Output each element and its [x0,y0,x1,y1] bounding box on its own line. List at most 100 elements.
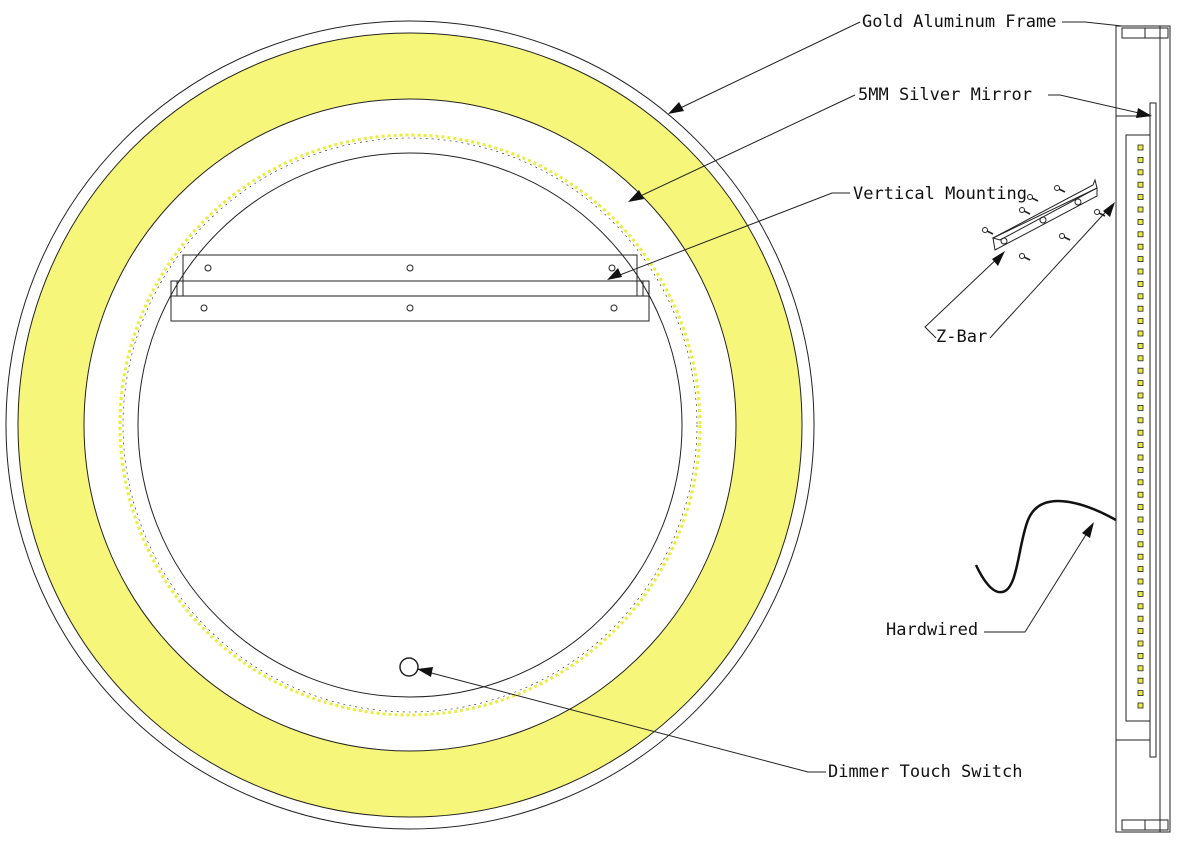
leader-vertical-mounting [611,192,850,279]
screw [1059,233,1071,241]
led-chip [1137,429,1144,436]
dimmer-touch-switch [399,657,419,677]
bracket-hole [200,304,208,312]
led-chip [1137,491,1144,498]
bracket-tab-right-inner [636,280,644,297]
z-bar-screws [982,185,1106,261]
led-chip [1137,603,1144,610]
led-chip [1137,479,1144,486]
led-chip [1137,665,1144,672]
label-silver-mirror: 5MM Silver Mirror [858,85,1032,105]
side-mirror-glass [1149,102,1157,758]
label-texts: Gold Aluminum Frame 5MM Silver Mirror Ve… [828,12,1056,782]
leader-hardwired [984,524,1093,633]
arrowhead-dimmer-switch [417,667,433,677]
led-chip [1137,404,1144,411]
label-dimmer-switch: Dimmer Touch Switch [828,762,1022,782]
bracket-hole [608,264,616,272]
led-chip [1137,417,1144,424]
z-bar-shape [991,178,1098,241]
leader-gold-frame [671,21,861,113]
screw [982,227,994,235]
led-chip [1137,218,1144,225]
arrowhead-z-bar-right [1103,202,1115,217]
led-chip [1137,144,1144,151]
led-chip [1137,466,1144,473]
led-strip-inner-edge [122,137,698,713]
bracket-hole [610,304,618,312]
led-chip [1137,367,1144,374]
arrowhead-hardwired [1082,522,1094,538]
led-chip [1137,156,1144,163]
label-hardwired: Hardwired [886,620,978,640]
leader-gold-frame-side [1062,21,1123,27]
led-chip [1137,342,1144,349]
z-bar-hole [1000,237,1008,245]
led-chip [1137,628,1144,634]
led-chip [1137,380,1144,387]
led-chip [1137,169,1144,176]
arrowhead-z-bar-left [992,251,1005,266]
leader-z-bar-right [989,204,1113,339]
screw [1054,185,1066,193]
arrowhead-vertical-mounting [607,268,622,280]
leader-z-bar-left [924,253,1003,339]
led-chip [1137,243,1144,250]
hardwire-cable [974,499,1117,594]
arrowhead-silver-mirror-side [1136,108,1152,118]
screw [1027,194,1039,202]
bracket-hole [406,304,414,312]
led-chip [1137,504,1144,511]
arrowhead-gold-frame [668,102,684,114]
led-strip [118,133,702,717]
leader-silver-mirror-side [1048,94,1149,116]
led-chip [1137,355,1144,362]
led-chip [1137,268,1144,275]
side-frame-outline [1115,25,1171,833]
led-chip [1137,305,1144,312]
label-vertical-mounting: Vertical Mounting [853,184,1027,204]
led-chip [1137,690,1144,696]
mirror-side-view [974,25,1171,833]
led-chip [1137,702,1144,709]
led-chip [1137,553,1144,560]
screw [1094,209,1106,217]
led-chip [1137,256,1144,263]
led-chip [1137,578,1144,585]
led-chip [1137,653,1144,659]
mounting-bracket [170,254,650,322]
screw [1019,253,1031,261]
led-chip [1137,615,1144,622]
bracket-hole [204,264,212,272]
led-chip [1137,677,1144,684]
led-chip [1137,529,1144,535]
led-chip [1137,442,1144,449]
led-chip [1137,194,1144,201]
led-chip [1137,293,1144,300]
z-bar-lower [992,187,1098,251]
bracket-tab-left-inner [176,280,184,297]
led-chip [1137,206,1144,213]
callouts [417,21,1152,773]
led-chip [1137,280,1144,287]
z-bar-hole [1039,216,1047,224]
led-chip [1137,516,1144,523]
side-led-housing [1125,134,1151,722]
side-led-chips [1137,144,1144,709]
led-chip [1137,231,1144,238]
label-z-bar: Z-Bar [936,327,987,347]
led-chip [1137,392,1144,399]
screw [1019,207,1031,215]
outer-frame-edge [5,20,815,830]
label-gold-frame: Gold Aluminum Frame [862,12,1056,32]
z-bar-illustration [982,178,1106,261]
led-chip [1137,454,1144,461]
z-bar-hole [1074,198,1082,206]
led-chip [1137,318,1144,325]
led-chip [1137,330,1144,337]
leader-silver-mirror [631,94,856,201]
led-chip [1137,541,1144,548]
bracket-hole [406,264,414,272]
mirror-inner-circle [137,152,683,698]
